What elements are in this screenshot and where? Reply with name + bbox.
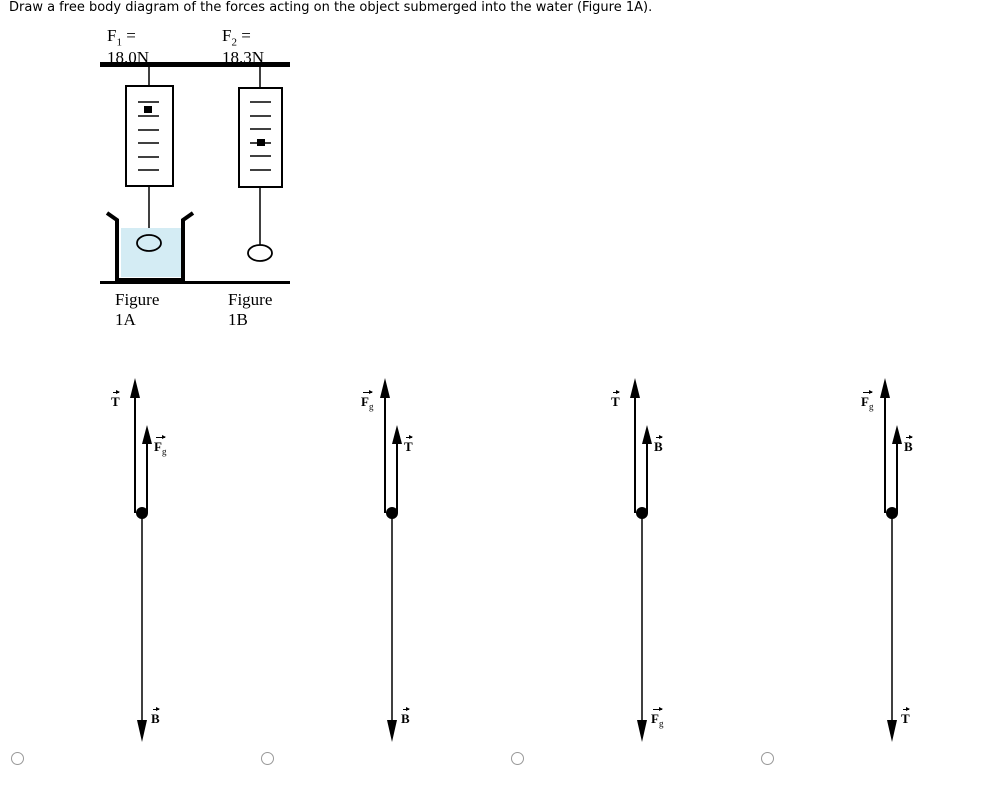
object-dot [136, 507, 148, 519]
long-up-force-label: T [611, 390, 620, 408]
long-up-force-label: Fg [861, 390, 874, 412]
long-up-arrow [880, 378, 890, 513]
down-arrow [637, 513, 647, 742]
down-arrow [387, 513, 397, 742]
long-up-force-label: Fg [361, 390, 374, 412]
short-up-arrow [642, 425, 652, 513]
down-force-label: B [401, 707, 410, 725]
spring-scale-diagram [100, 62, 290, 284]
down-force-label: B [151, 707, 160, 725]
short-up-force-label: Fg [154, 435, 167, 457]
down-force-label: T [901, 707, 910, 725]
down-arrow [887, 513, 897, 742]
long-up-arrow [380, 378, 390, 513]
object-dot [636, 507, 648, 519]
option-radio-4[interactable] [761, 752, 774, 765]
caption-figure-1a: Figure 1A [115, 290, 160, 329]
question-text: Draw a free body diagram of the forces a… [9, 0, 653, 15]
object-dot [386, 507, 398, 519]
down-arrow [137, 513, 147, 742]
long-up-arrow [630, 378, 640, 513]
short-up-arrow [892, 425, 902, 513]
long-up-arrow [130, 378, 140, 513]
free-body-diagram-option-3: T B Fg [582, 370, 702, 750]
option-radio-1[interactable] [11, 752, 24, 765]
option-radio-2[interactable] [261, 752, 274, 765]
short-up-force-label: T [404, 435, 413, 453]
short-up-force-label: B [654, 435, 663, 453]
down-force-label: Fg [651, 707, 664, 729]
short-up-force-label: B [904, 435, 913, 453]
long-up-force-label: T [111, 390, 120, 408]
short-up-arrow [392, 425, 402, 513]
short-up-arrow [142, 425, 152, 513]
object-dot [886, 507, 898, 519]
caption-figure-1b: Figure 1B [228, 290, 273, 329]
water [121, 228, 181, 277]
option-radio-3[interactable] [511, 752, 524, 765]
